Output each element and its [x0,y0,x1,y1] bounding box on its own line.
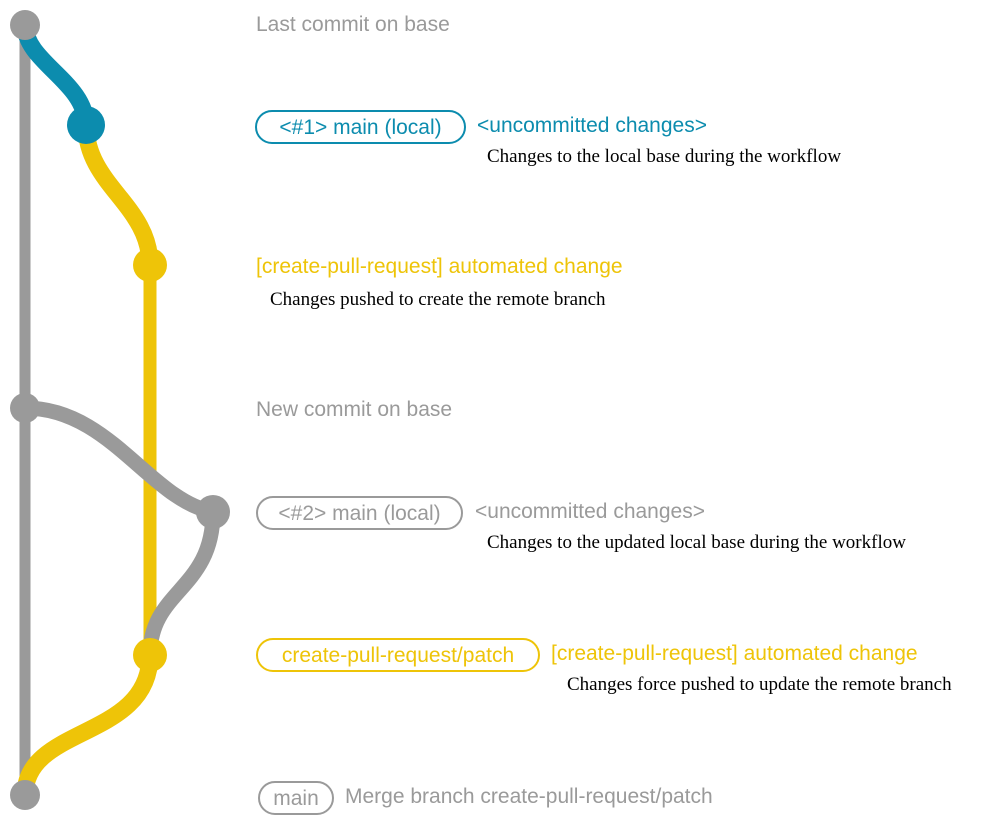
commit-node-base-merge[interactable] [10,780,40,810]
remote-branch-curve-1 [77,116,159,274]
commit-node-local-2[interactable] [196,495,230,529]
commit-node-local-1[interactable] [67,106,105,144]
ref-pill-main-label: main [273,786,319,810]
commit-message-last-commit-on-base: Last commit on base [256,13,450,36]
commit-description-remote-2: Changes force pushed to update the remot… [567,674,952,695]
remote-merge-curve [16,646,159,804]
commit-node-base-new[interactable] [10,393,40,423]
commit-node-remote-2[interactable] [133,638,167,672]
commit-node-base-last[interactable] [10,10,40,40]
commit-description-local-2: Changes to the updated local base during… [487,532,906,553]
ref-pill-main[interactable]: main [258,781,334,815]
updated-local-merge-curve [142,504,221,663]
ref-pill-local-2-label: <#2> main (local) [278,501,441,525]
commit-message-remote-2: [create-pull-request] automated change [551,642,918,665]
commit-message-merge: Merge branch create-pull-request/patch [345,785,713,808]
commit-node-remote-1[interactable] [133,248,167,282]
commit-description-remote-1: Changes pushed to create the remote bran… [270,289,606,310]
commit-message-local-2: <uncommitted changes> [475,500,705,523]
ref-pill-local-2[interactable]: <#2> main (local) [256,496,463,530]
commit-message-remote-1: [create-pull-request] automated change [256,255,623,278]
commit-description-local-1: Changes to the local base during the wor… [487,146,842,167]
ref-pill-local-1[interactable]: <#1> main (local) [255,110,466,144]
ref-pill-remote-patch[interactable]: create-pull-request/patch [256,638,540,672]
ref-pill-remote-patch-label: create-pull-request/patch [281,643,515,667]
ref-pill-local-1-label: <#1> main (local) [279,115,442,139]
commit-message-local-1: <uncommitted changes> [477,114,707,137]
commit-message-new-commit-on-base: New commit on base [256,398,453,421]
updated-local-branch-curve [17,400,221,520]
